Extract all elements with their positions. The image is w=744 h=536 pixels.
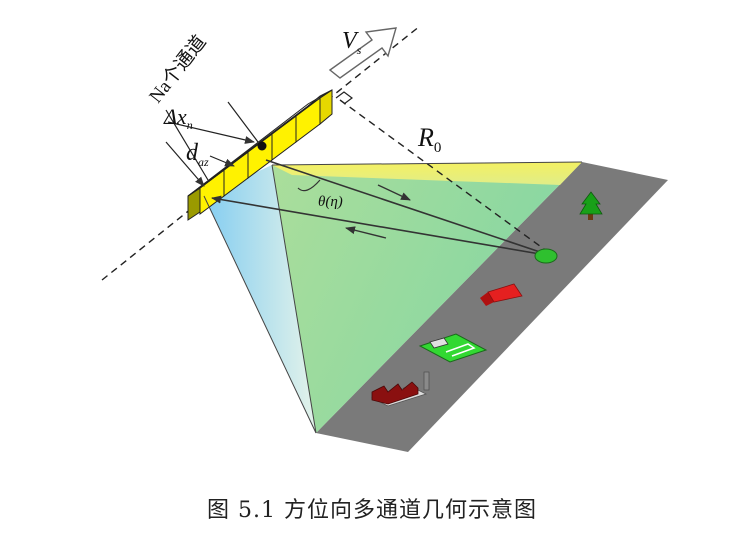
ground-strip (316, 162, 668, 452)
direction-arrow-out (377, 184, 411, 201)
beam-yellow-region (272, 162, 582, 185)
velocity-label: Vs (342, 28, 362, 57)
angle-label: θ(η) (318, 194, 343, 210)
velocity-arrow-icon (328, 27, 397, 79)
tree-icon (579, 191, 603, 220)
right-angle-marker (335, 91, 353, 105)
dimension-lines (165, 101, 259, 187)
figure-caption: 图 5.1 方位向多通道几何示意图 (207, 498, 537, 523)
delta-x-label: Δxn (163, 104, 193, 132)
flight-track-line (101, 25, 421, 281)
factory-icon (370, 371, 430, 407)
range-label: R0 (417, 123, 441, 156)
target-icon (534, 248, 558, 264)
angle-arc (297, 179, 321, 192)
direction-arrow-back (345, 226, 387, 239)
range-vector-center (265, 159, 541, 253)
range-vector-edge (211, 195, 541, 255)
d-az-label: daz (186, 140, 209, 169)
slant-range-line (339, 99, 549, 253)
channels-label: Na个通道 (145, 31, 211, 107)
house-icon (480, 283, 523, 306)
beam-blue-region (204, 165, 316, 433)
field-icon (418, 333, 488, 363)
phase-center-dot (257, 141, 267, 151)
